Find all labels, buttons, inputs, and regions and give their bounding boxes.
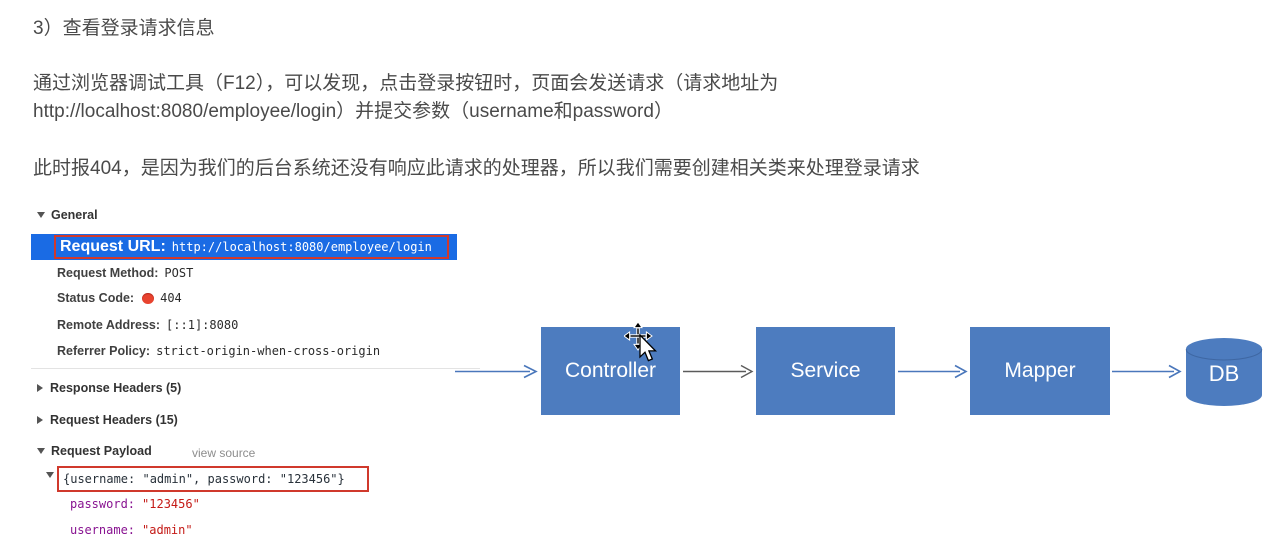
- payload-key: username:: [70, 523, 136, 537]
- red-annotation-box-payload[interactable]: {username: "admin", password: "123456"}: [57, 466, 369, 492]
- section-label: Response Headers (5): [50, 381, 182, 395]
- node-label: Controller: [564, 359, 657, 382]
- diagram-node-controller: Controller: [541, 327, 680, 415]
- payload-entry-username: username: "admin": [70, 523, 193, 537]
- devtools-section-request-headers[interactable]: Request Headers (15): [37, 413, 178, 427]
- referrer-policy-value: strict-origin-when-cross-origin: [156, 344, 381, 358]
- devtools-section-response-headers[interactable]: Response Headers (5): [37, 381, 181, 395]
- collapse-triangle-icon[interactable]: [37, 448, 45, 454]
- request-url-label: Request URL:: [60, 238, 166, 255]
- status-code-row: Status Code: 404: [57, 291, 182, 305]
- database-cylinder-icon: [1185, 338, 1263, 406]
- section-label: Request Headers (15): [50, 413, 178, 427]
- diagram-node-mapper: Mapper: [970, 327, 1110, 415]
- status-code-value: 404: [160, 291, 182, 305]
- remote-address-value: [::1]:8080: [166, 318, 239, 332]
- remote-address-label: Remote Address:: [57, 318, 161, 332]
- payload-entry-password: password: "123456": [70, 497, 200, 511]
- section-label: Request Payload: [51, 444, 152, 458]
- node-label: DB: [1208, 361, 1240, 386]
- request-url-row[interactable]: Request URL: http://localhost:8080/emplo…: [31, 234, 457, 260]
- payload-preview: {username: "admin", password: "123456"}: [63, 472, 345, 486]
- intro-paragraph-2: 此时报404，是因为我们的后台系统还没有响应此请求的处理器，所以我们需要创建相关…: [33, 158, 920, 179]
- red-annotation-box-url: [54, 235, 449, 259]
- intro-paragraph-1: 通过浏览器调试工具（F12），可以发现，点击登录按钮时，页面会发送请求（请求地址…: [33, 70, 778, 126]
- diagram-node-service: Service: [756, 327, 895, 415]
- section-label: General: [51, 208, 98, 222]
- payload-key: password:: [70, 497, 136, 511]
- intro-paragraph-1-line-1: 通过浏览器调试工具（F12），可以发现，点击登录按钮时，页面会发送请求（请求地址…: [33, 73, 779, 94]
- error-status-dot-icon: [142, 292, 155, 304]
- devtools-section-request-payload[interactable]: Request Payload: [37, 444, 152, 458]
- intro-paragraph-1-line-2: http://localhost:8080/employee/login）并提交…: [33, 101, 673, 122]
- section-divider: [31, 368, 480, 369]
- request-method-row: Request Method: POST: [57, 266, 193, 280]
- collapse-triangle-icon[interactable]: [37, 212, 45, 218]
- referrer-policy-row: Referrer Policy: strict-origin-when-cros…: [57, 344, 380, 358]
- view-source-link[interactable]: view source: [192, 446, 256, 460]
- remote-address-row: Remote Address: [::1]:8080: [57, 318, 238, 332]
- diagram-node-db: DB: [1184, 336, 1264, 408]
- request-method-value: POST: [164, 266, 194, 280]
- referrer-policy-label: Referrer Policy:: [57, 344, 151, 358]
- status-code-label: Status Code:: [57, 291, 135, 305]
- page-title: 3）查看登录请求信息: [33, 18, 215, 39]
- payload-collapse-triangle-icon[interactable]: [46, 472, 54, 478]
- payload-value: "admin": [142, 523, 193, 537]
- request-method-label: Request Method:: [57, 266, 159, 280]
- devtools-section-general[interactable]: General: [37, 208, 98, 222]
- node-label: Mapper: [1004, 359, 1076, 382]
- payload-value: "123456": [142, 497, 200, 511]
- request-url-value: http://localhost:8080/employee/login: [171, 240, 432, 254]
- expand-triangle-icon[interactable]: [37, 416, 43, 424]
- node-label: Service: [790, 359, 861, 382]
- expand-triangle-icon[interactable]: [37, 384, 43, 392]
